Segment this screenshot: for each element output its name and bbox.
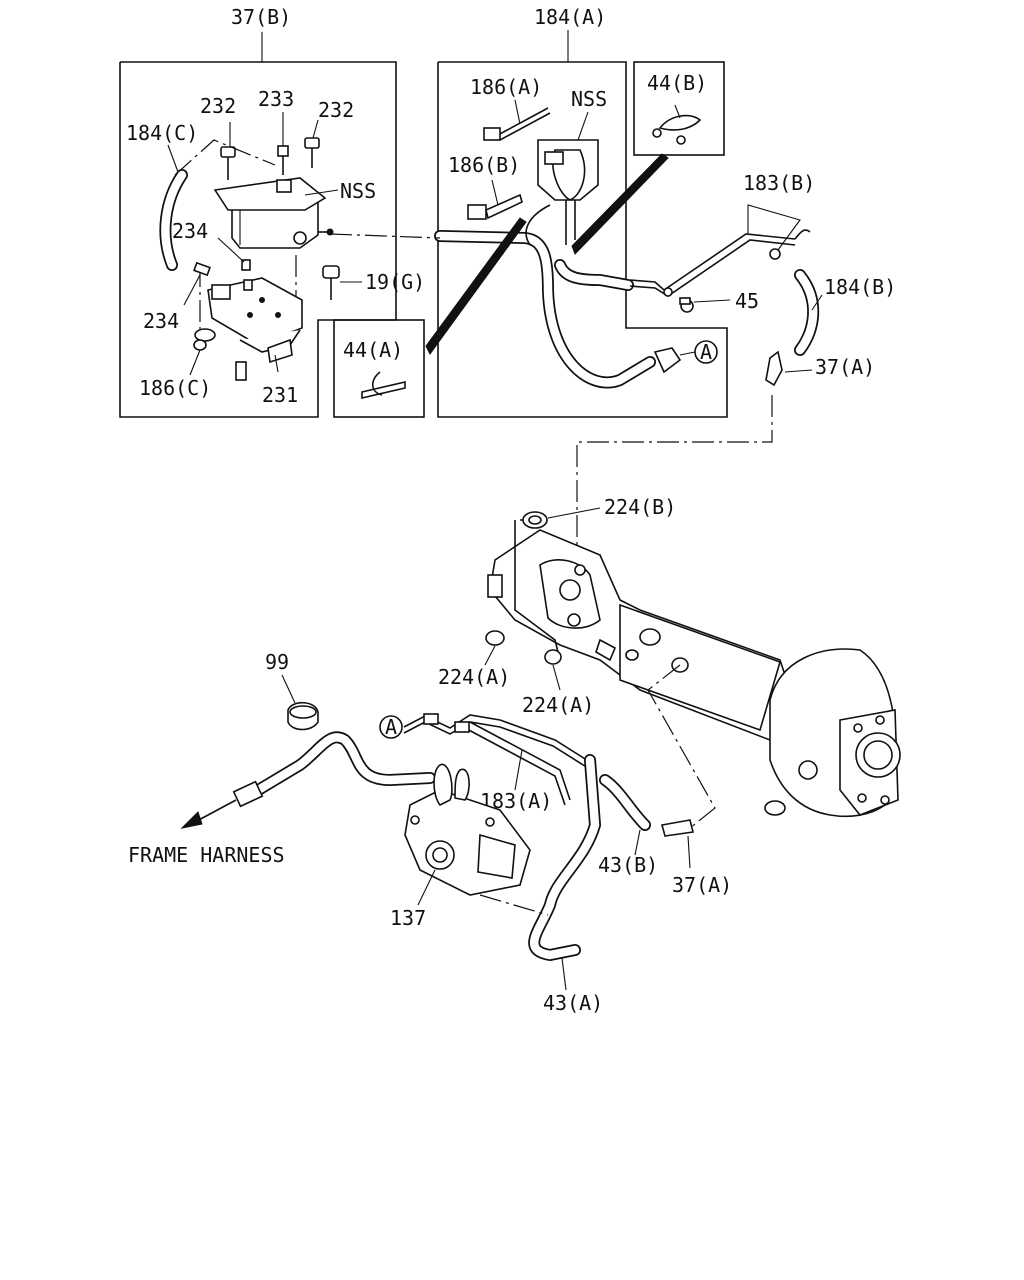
hose-43a <box>528 754 601 961</box>
label-224b: 224(B) <box>604 495 676 519</box>
label-43b: 43(B) <box>598 853 658 877</box>
label-186c: 186(C) <box>139 376 211 400</box>
label-234-upper: 234 <box>172 219 208 243</box>
label-37b: 37(B) <box>231 5 291 29</box>
label-45: 45 <box>735 289 759 313</box>
pipe-183a <box>403 713 591 806</box>
label-99: 99 <box>265 650 289 674</box>
label-37a-lower: 37(A) <box>672 873 732 897</box>
label-184b: 184(B) <box>824 275 896 299</box>
clip-186c <box>193 328 216 351</box>
bolt-232-left <box>220 146 236 180</box>
label-frame-harness: FRAME HARNESS <box>128 843 285 867</box>
ref-a-upper-text: A <box>700 340 712 364</box>
label-184a: 184(A) <box>534 5 606 29</box>
label-224a-left: 224(A) <box>438 665 510 689</box>
label-nss-clamp: NSS <box>571 87 607 111</box>
label-186b: 186(B) <box>448 153 520 177</box>
label-43a: 43(A) <box>543 991 603 1015</box>
hose-184b <box>794 269 820 356</box>
cut-line-right <box>571 153 669 255</box>
hose-43b <box>599 774 651 831</box>
clamp-224a-right <box>544 649 562 665</box>
label-224a-right: 224(A) <box>522 693 594 717</box>
reservoir-box <box>119 32 397 418</box>
label-183b: 183(B) <box>743 171 815 195</box>
tie-44a <box>361 371 406 400</box>
transmission-assembly <box>487 519 901 818</box>
clip-186b <box>467 193 523 220</box>
label-19g: 19(G) <box>365 270 425 294</box>
frame-harness-cable <box>180 731 436 829</box>
clamp-nss <box>537 139 599 245</box>
pump-137 <box>404 763 531 896</box>
hose-box <box>437 30 728 418</box>
ref-a-lower-text: A <box>385 715 397 739</box>
clamp-224b <box>522 511 548 529</box>
bracket-231 <box>207 277 303 381</box>
box-44b <box>633 61 725 156</box>
clamp-99 <box>287 701 319 731</box>
clip-234-lower <box>193 261 211 277</box>
label-nss-reservoir: NSS <box>340 179 376 203</box>
label-232-left: 232 <box>200 94 236 118</box>
label-186a: 186(A) <box>470 75 542 99</box>
label-137: 137 <box>390 906 426 930</box>
label-234-lower: 234 <box>143 309 179 333</box>
hose-184c <box>159 169 188 271</box>
label-231: 231 <box>262 383 298 407</box>
label-184c: 184(C) <box>126 121 198 145</box>
clip-234-upper <box>241 259 253 291</box>
clip-45 <box>679 297 694 313</box>
ref-a-lower <box>379 715 403 739</box>
label-44a: 44(A) <box>343 338 403 362</box>
fitting-37a-lower <box>660 819 694 837</box>
hose-184a <box>434 204 682 389</box>
label-37a-upper: 37(A) <box>815 355 875 379</box>
fitting-37a-upper <box>765 350 783 387</box>
reservoir-tank <box>213 177 334 249</box>
label-232-right: 232 <box>318 98 354 122</box>
bolt-19g <box>322 265 340 300</box>
label-233: 233 <box>258 87 294 111</box>
clamp-224a-left <box>485 630 505 646</box>
clip-186a <box>483 107 551 141</box>
bolt-233 <box>277 145 289 175</box>
box-44a <box>333 319 425 418</box>
tie-44b <box>652 114 702 145</box>
cut-line-left <box>425 217 527 355</box>
bolt-232-right <box>304 137 320 168</box>
label-44b: 44(B) <box>647 71 707 95</box>
pipe-183b <box>629 229 811 297</box>
